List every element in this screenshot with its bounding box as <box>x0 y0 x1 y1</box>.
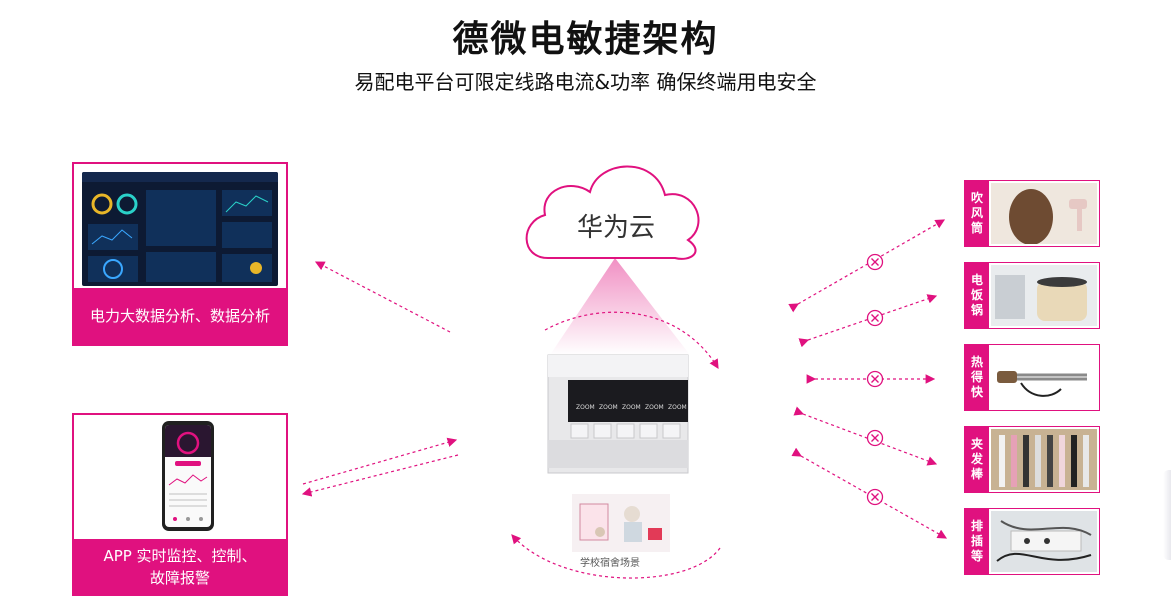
right-edge-decoration <box>1163 470 1171 560</box>
breaker-terminal <box>570 423 589 439</box>
breaker-device <box>547 354 689 474</box>
page-title: 德微电敏捷架构 <box>452 19 719 60</box>
app-caption-line2: 故障报警 <box>149 568 210 587</box>
app-ui-graphic <box>165 425 211 521</box>
phone-mockup <box>162 421 214 531</box>
arrow-to-dashboard <box>314 261 451 333</box>
breaker-terminal <box>593 423 612 439</box>
app-card: APP 实时监控、控制、 故障报警 <box>72 413 288 596</box>
x-circle-icon <box>866 370 884 388</box>
dashboard-screenshot <box>82 172 278 286</box>
appliance-ricecooker: 电 饭 锅 <box>964 262 1100 329</box>
x-circle-icon <box>866 429 884 447</box>
tag-char: 插 <box>970 534 983 548</box>
curve-top <box>544 311 719 370</box>
page-subtitle: 易配电平台可限定线路电流&功率 确保终端用电安全 <box>354 70 817 94</box>
app-caption: APP 实时监控、控制、 故障报警 <box>74 539 286 594</box>
cloud-icon <box>525 165 700 260</box>
breaker-brand: ZOOM <box>599 404 618 411</box>
breaker-brand: ZOOM <box>645 404 664 411</box>
tag-char: 风 <box>970 206 983 220</box>
appliance-hairdryer: 吹 风 筒 <box>964 180 1100 247</box>
tag-char: 快 <box>970 385 983 399</box>
cloud-label: 华为云 <box>576 213 655 243</box>
tag-char: 电 <box>970 273 983 287</box>
x-circle-icon <box>866 309 884 327</box>
powerstrip-photo <box>991 511 1097 572</box>
dashboard-card: 电力大数据分析、数据分析 <box>72 162 288 346</box>
breaker-poles <box>570 384 681 439</box>
appliance-tag: 热 得 快 <box>965 345 989 410</box>
hairdryer-photo <box>991 183 1097 244</box>
tag-char: 吹 <box>970 191 983 205</box>
arrow-to-app <box>301 454 459 497</box>
app-caption-line1: APP 实时监控、控制、 <box>103 546 257 565</box>
dorm-scene-image <box>572 494 670 552</box>
tag-char: 发 <box>970 452 983 466</box>
heater-photo <box>991 347 1097 408</box>
tag-char: 得 <box>970 370 983 384</box>
breaker-terminal <box>616 423 635 439</box>
tag-char: 锅 <box>970 303 983 317</box>
dashboard-graphic <box>82 172 278 282</box>
tag-char: 排 <box>970 519 983 533</box>
tag-char: 热 <box>970 355 983 369</box>
tag-char: 饭 <box>970 288 983 302</box>
tag-char: 等 <box>970 549 983 563</box>
x-circle-icon <box>866 488 884 506</box>
arrow-powerstrip <box>791 447 948 539</box>
phone-screen <box>165 425 211 527</box>
appliance-power-strip: 排 插 等 <box>964 508 1100 575</box>
appliance-immersion-heater: 热 得 快 <box>964 344 1100 411</box>
ricecooker-photo <box>991 265 1097 326</box>
tag-char: 筒 <box>970 221 983 235</box>
appliance-tag: 电 饭 锅 <box>965 263 989 328</box>
tag-char: 夹 <box>970 437 983 451</box>
breaker-terminal <box>639 423 658 439</box>
breaker-brand: ZOOM <box>668 404 687 411</box>
cloud-beam <box>550 258 690 355</box>
breaker-terminal <box>662 423 681 439</box>
appliance-hair-curler: 夹 发 棒 <box>964 426 1100 493</box>
dashboard-caption: 电力大数据分析、数据分析 <box>74 288 286 344</box>
breaker-brand: ZOOM <box>576 404 595 411</box>
appliance-tag: 夹 发 棒 <box>965 427 989 492</box>
breaker-brand: ZOOM <box>622 404 641 411</box>
arrow-to-device <box>302 437 458 485</box>
scene-label: 学校宿舍场景 <box>580 558 640 569</box>
curler-photo <box>991 429 1097 490</box>
curve-bottom <box>511 534 721 579</box>
appliance-tag: 排 插 等 <box>965 509 989 574</box>
tag-char: 棒 <box>970 467 983 481</box>
x-circle-icon <box>866 253 884 271</box>
appliance-tag: 吹 风 筒 <box>965 181 989 246</box>
